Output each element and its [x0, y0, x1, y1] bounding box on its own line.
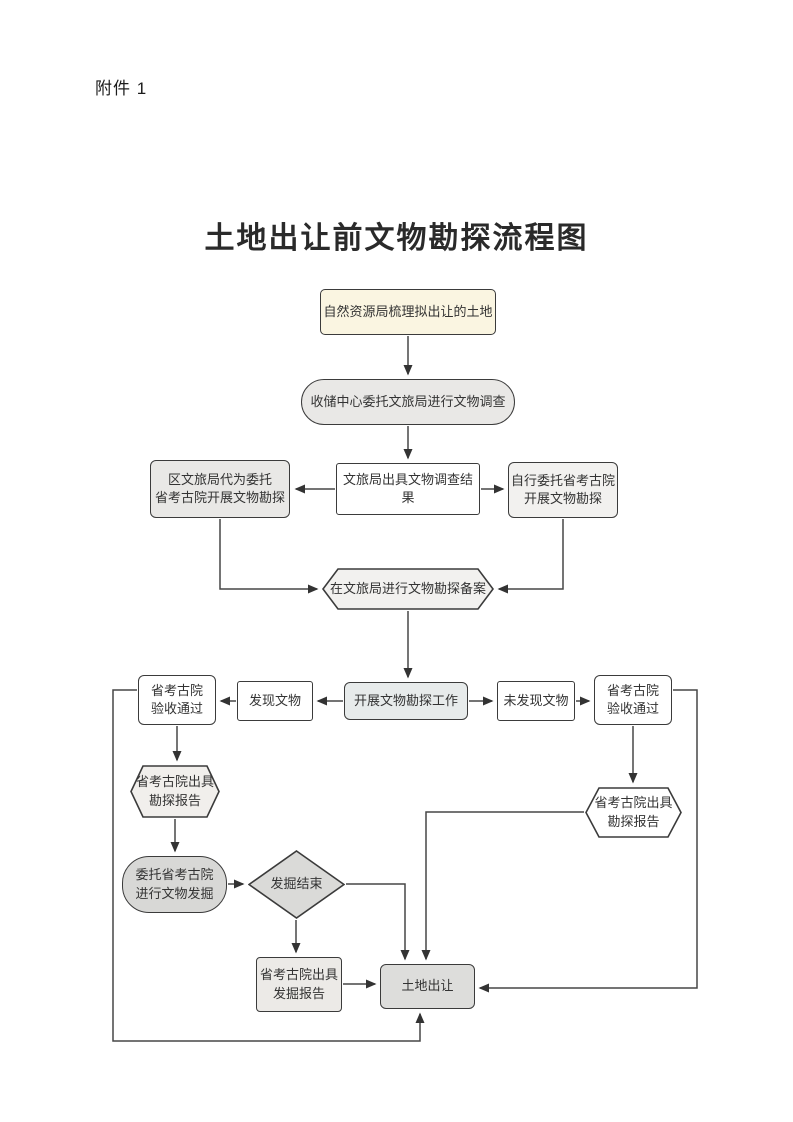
- node-entrust-survey: 收储中心委托文旅局进行文物调查: [301, 379, 515, 425]
- node-no-relics-found: 未发现文物: [497, 681, 575, 721]
- node-exploration-report-right: 省考古院出具 勘探报告: [585, 787, 682, 838]
- node-exploration-work: 开展文物勘探工作: [344, 682, 468, 720]
- node-no-relics-found-label: 未发现文物: [503, 692, 569, 708]
- node-relics-found-label: 发现文物: [248, 692, 301, 708]
- node-self-entrust-label: 自行委托省考古院 开展文物勘探: [510, 472, 615, 506]
- node-entrust-excavation-label: 委托省考古院 进行文物发掘: [135, 867, 214, 901]
- node-excavation-done-label: 发掘结束: [270, 876, 323, 892]
- node-exploration-report-left-label: 省考古院出具 勘探报告: [135, 774, 214, 808]
- node-exploration-report-left: 省考古院出具 勘探报告: [130, 765, 220, 818]
- attachment-label: 附件 1: [95, 79, 148, 98]
- node-district-entrust: 区文旅局代为委托 省考古院开展文物勘探: [150, 460, 290, 518]
- node-exploration-work-label: 开展文物勘探工作: [353, 692, 458, 708]
- node-excavation-done: 发掘结束: [248, 850, 345, 919]
- node-land-transfer: 土地出让: [380, 964, 475, 1009]
- node-survey-land-label: 自然资源局梳理拟出让的土地: [323, 303, 493, 319]
- node-entrust-survey-label: 收储中心委托文旅局进行文物调查: [310, 393, 506, 409]
- node-acceptance-right-label: 省考古院 验收通过: [606, 682, 659, 716]
- hexagon-shape: [130, 765, 220, 818]
- node-survey-result: 文旅局出具文物调查结果: [336, 463, 480, 515]
- page-title: 土地出让前文物勘探流程图: [204, 222, 589, 255]
- node-acceptance-right: 省考古院 验收通过: [594, 675, 672, 725]
- node-acceptance-left: 省考古院 验收通过: [138, 675, 216, 725]
- node-survey-land: 自然资源局梳理拟出让的土地: [320, 289, 496, 335]
- node-excavation-report: 省考古院出具 发掘报告: [256, 957, 342, 1012]
- node-survey-result-label: 文旅局出具文物调查结果: [342, 471, 473, 505]
- node-district-entrust-label: 区文旅局代为委托 省考古院开展文物勘探: [154, 471, 285, 505]
- node-filing-label: 在文旅局进行文物勘探备案: [329, 580, 486, 596]
- node-self-entrust: 自行委托省考古院 开展文物勘探: [508, 462, 618, 518]
- node-acceptance-left-label: 省考古院 验收通过: [150, 682, 203, 716]
- hexagon-shape: [322, 568, 494, 610]
- hexagon-shape: [585, 787, 682, 838]
- node-filing: 在文旅局进行文物勘探备案: [322, 568, 494, 610]
- node-exploration-report-right-label: 省考古院出具 勘探报告: [594, 795, 673, 829]
- node-entrust-excavation: 委托省考古院 进行文物发掘: [122, 856, 227, 913]
- node-excavation-report-label: 省考古院出具 发掘报告: [259, 967, 338, 1001]
- diamond-shape: [248, 850, 345, 919]
- node-relics-found: 发现文物: [237, 681, 313, 721]
- node-land-transfer-label: 土地出让: [401, 978, 454, 994]
